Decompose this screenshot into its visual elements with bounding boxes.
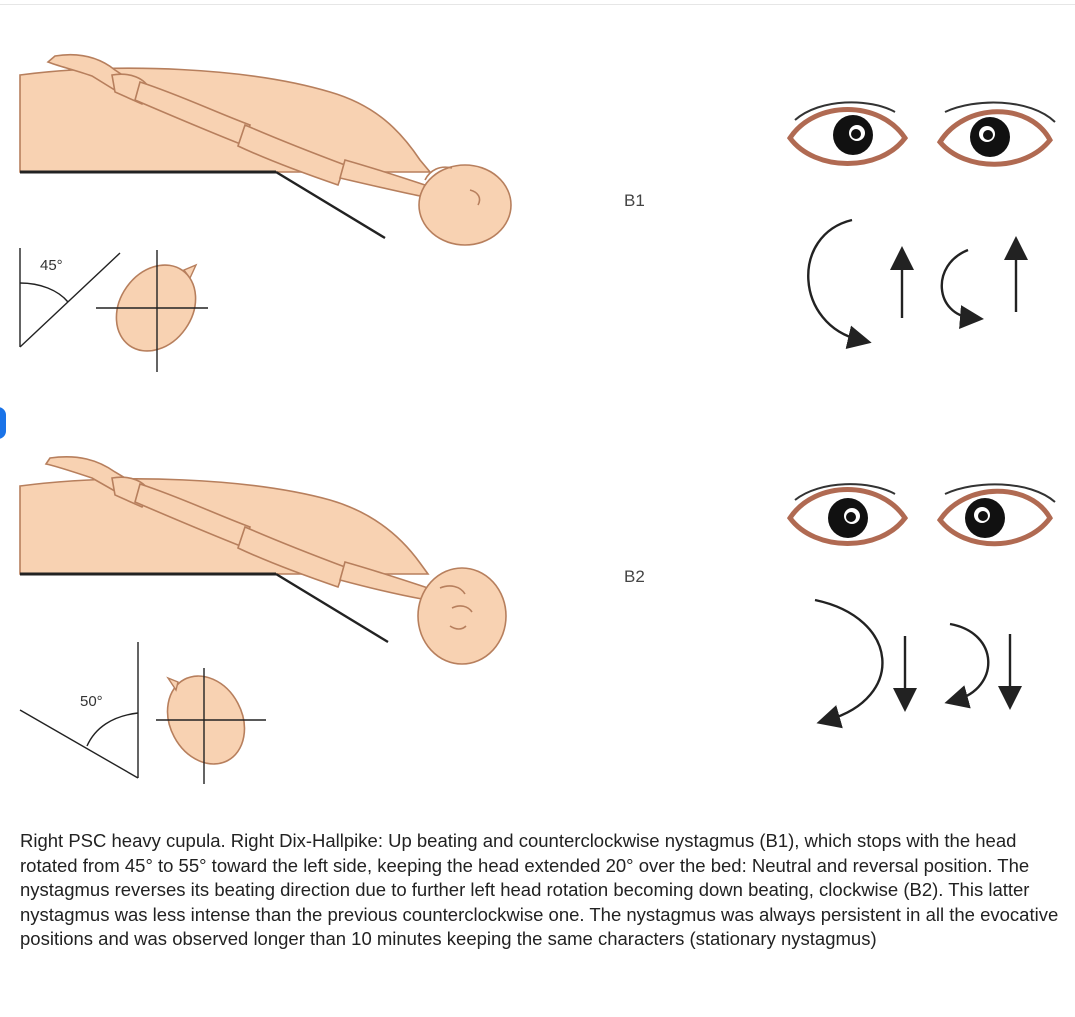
eyes-icon	[790, 484, 1055, 544]
angle-diagram	[20, 642, 138, 778]
panel-b2-illustration: 50°	[0, 398, 1075, 798]
eyes-icon	[790, 102, 1055, 164]
angle-label: 45°	[40, 257, 63, 274]
panel-label: B2	[624, 567, 645, 587]
figure-caption: Right PSC heavy cupula. Right Dix-Hallpi…	[20, 829, 1060, 952]
nystagmus-arrows	[808, 220, 1016, 340]
patient-body	[20, 457, 506, 664]
semicircular-canal-icon	[96, 250, 212, 372]
angle-label: 50°	[80, 693, 103, 710]
panel-label: B1	[624, 191, 645, 211]
nystagmus-arrows	[815, 600, 1010, 720]
semicircular-canal-icon	[153, 662, 266, 784]
panel-b2: 50° B2	[0, 398, 1075, 798]
angle-diagram	[20, 248, 120, 347]
panel-b1: 45° B1	[0, 0, 1075, 400]
patient-body	[20, 55, 511, 245]
panel-b1-illustration: 45°	[0, 0, 1075, 400]
